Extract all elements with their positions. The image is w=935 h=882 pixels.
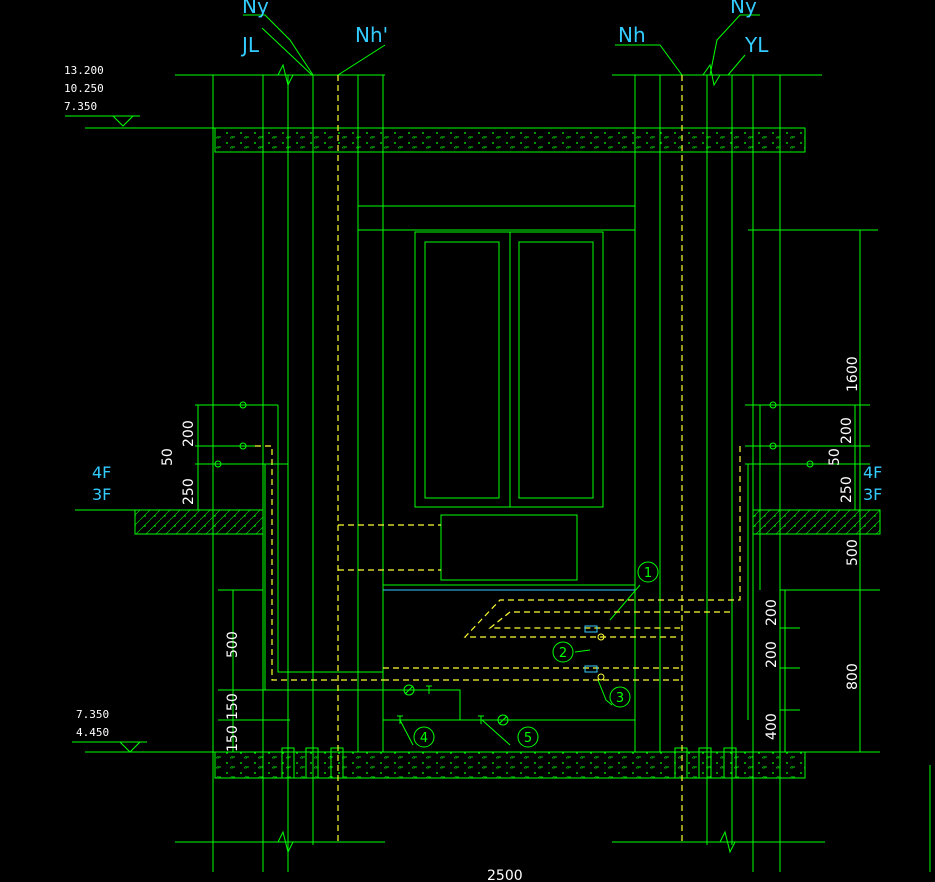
dim-left-150b: 150 xyxy=(225,725,241,752)
callout-4: 4 xyxy=(420,731,428,746)
elev-bottom-1: 7.350 xyxy=(76,708,109,721)
floor-label-right-4f: 4F xyxy=(863,463,882,482)
label-ny-left: Ny xyxy=(242,0,269,18)
callout-5: 5 xyxy=(524,731,532,746)
dim-right-200: 200 xyxy=(839,417,855,444)
dim-left-50: 50 xyxy=(160,448,176,466)
elev-bottom-2: 4.450 xyxy=(76,726,109,739)
dim-left-250: 250 xyxy=(181,478,197,505)
floor-label-left-4f: 4F xyxy=(92,463,111,482)
dim-left-500: 500 xyxy=(225,631,241,658)
label-nh: Nh xyxy=(618,23,646,47)
pipe-fittings xyxy=(214,401,814,726)
callout-circles xyxy=(413,561,659,748)
dim-left-150a: 150 xyxy=(225,693,241,720)
dim-left-200: 200 xyxy=(181,420,197,447)
dim-right-200b: 200 xyxy=(764,641,780,668)
callout-2: 2 xyxy=(559,646,567,661)
dim-right-400: 400 xyxy=(764,713,780,740)
label-ny-right: Ny xyxy=(730,0,757,18)
callout-1: 1 xyxy=(644,566,652,581)
dim-bottom-2500: 2500 xyxy=(487,868,523,882)
dim-right-800: 800 xyxy=(845,663,861,690)
elev-top-2: 10.250 xyxy=(64,82,104,95)
label-jl: JL xyxy=(240,33,260,57)
elev-top-3: 7.350 xyxy=(64,100,97,113)
valves xyxy=(584,625,605,681)
dim-right-1600: 1600 xyxy=(845,356,861,392)
callout-3: 3 xyxy=(616,691,624,706)
dim-right-200a: 200 xyxy=(764,599,780,626)
structure-lines xyxy=(65,14,931,872)
label-yl: YL xyxy=(744,33,769,57)
floor-label-right-3f: 3F xyxy=(863,485,882,504)
dim-right-250: 250 xyxy=(839,476,855,503)
elev-top-1: 13.200 xyxy=(64,64,104,77)
dim-right-500: 500 xyxy=(845,539,861,566)
floor-label-left-3f: 3F xyxy=(92,485,111,504)
dim-right-50: 50 xyxy=(827,448,843,466)
label-nh-prime: Nh' xyxy=(355,23,388,47)
